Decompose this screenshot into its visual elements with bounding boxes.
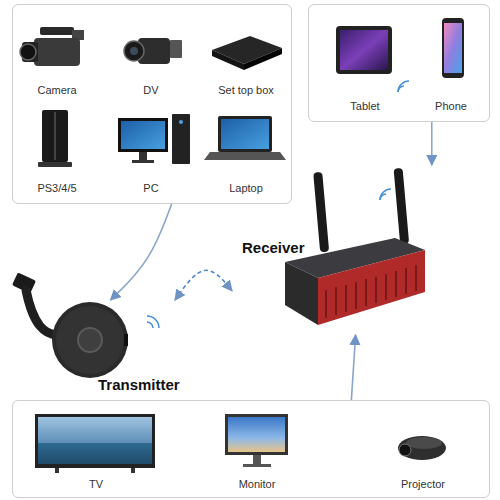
laptop-icon xyxy=(204,116,286,160)
device-label: Camera xyxy=(13,83,101,97)
device-label: PS3/4/5 xyxy=(13,181,101,195)
signal-connector xyxy=(431,122,433,165)
camcorder-icon xyxy=(124,38,182,64)
set-top-box-icon xyxy=(212,36,282,70)
phone-icon xyxy=(442,18,464,78)
tablet-icon xyxy=(336,26,392,74)
device-label: PC xyxy=(106,181,196,195)
device-title: Transmitter xyxy=(98,376,203,394)
transmitter: Transmitter xyxy=(55,300,205,395)
device-label: DV xyxy=(106,83,196,97)
device-label: Tablet xyxy=(325,99,405,113)
monitor-icon xyxy=(225,414,288,467)
projector-icon xyxy=(398,436,446,460)
transmitter-dongle xyxy=(12,272,128,378)
tv-icon xyxy=(35,414,155,473)
device-label: Set top box xyxy=(201,83,291,97)
device-title: Receiver xyxy=(242,239,322,257)
mobile-panel: Tablet Phone xyxy=(308,4,490,122)
receiver: Receiver xyxy=(232,165,438,335)
console-icon xyxy=(38,110,72,167)
device-label: Laptop xyxy=(201,181,291,195)
device-label: Phone xyxy=(413,99,489,113)
source-panel: Camera DV Set top boxPS3/4/5 PC Laptop xyxy=(12,4,292,204)
display-panel: TV Monitor Projector xyxy=(12,400,490,498)
device-label: TV xyxy=(46,477,146,491)
signal-connector xyxy=(175,270,232,300)
signal-connector xyxy=(351,335,355,400)
device-label: Projector xyxy=(373,477,473,491)
pc-icon xyxy=(118,114,190,164)
camera-icon xyxy=(20,27,84,66)
receiver-box xyxy=(285,168,425,325)
signal-connector xyxy=(111,204,172,300)
device-label: Monitor xyxy=(207,477,307,491)
